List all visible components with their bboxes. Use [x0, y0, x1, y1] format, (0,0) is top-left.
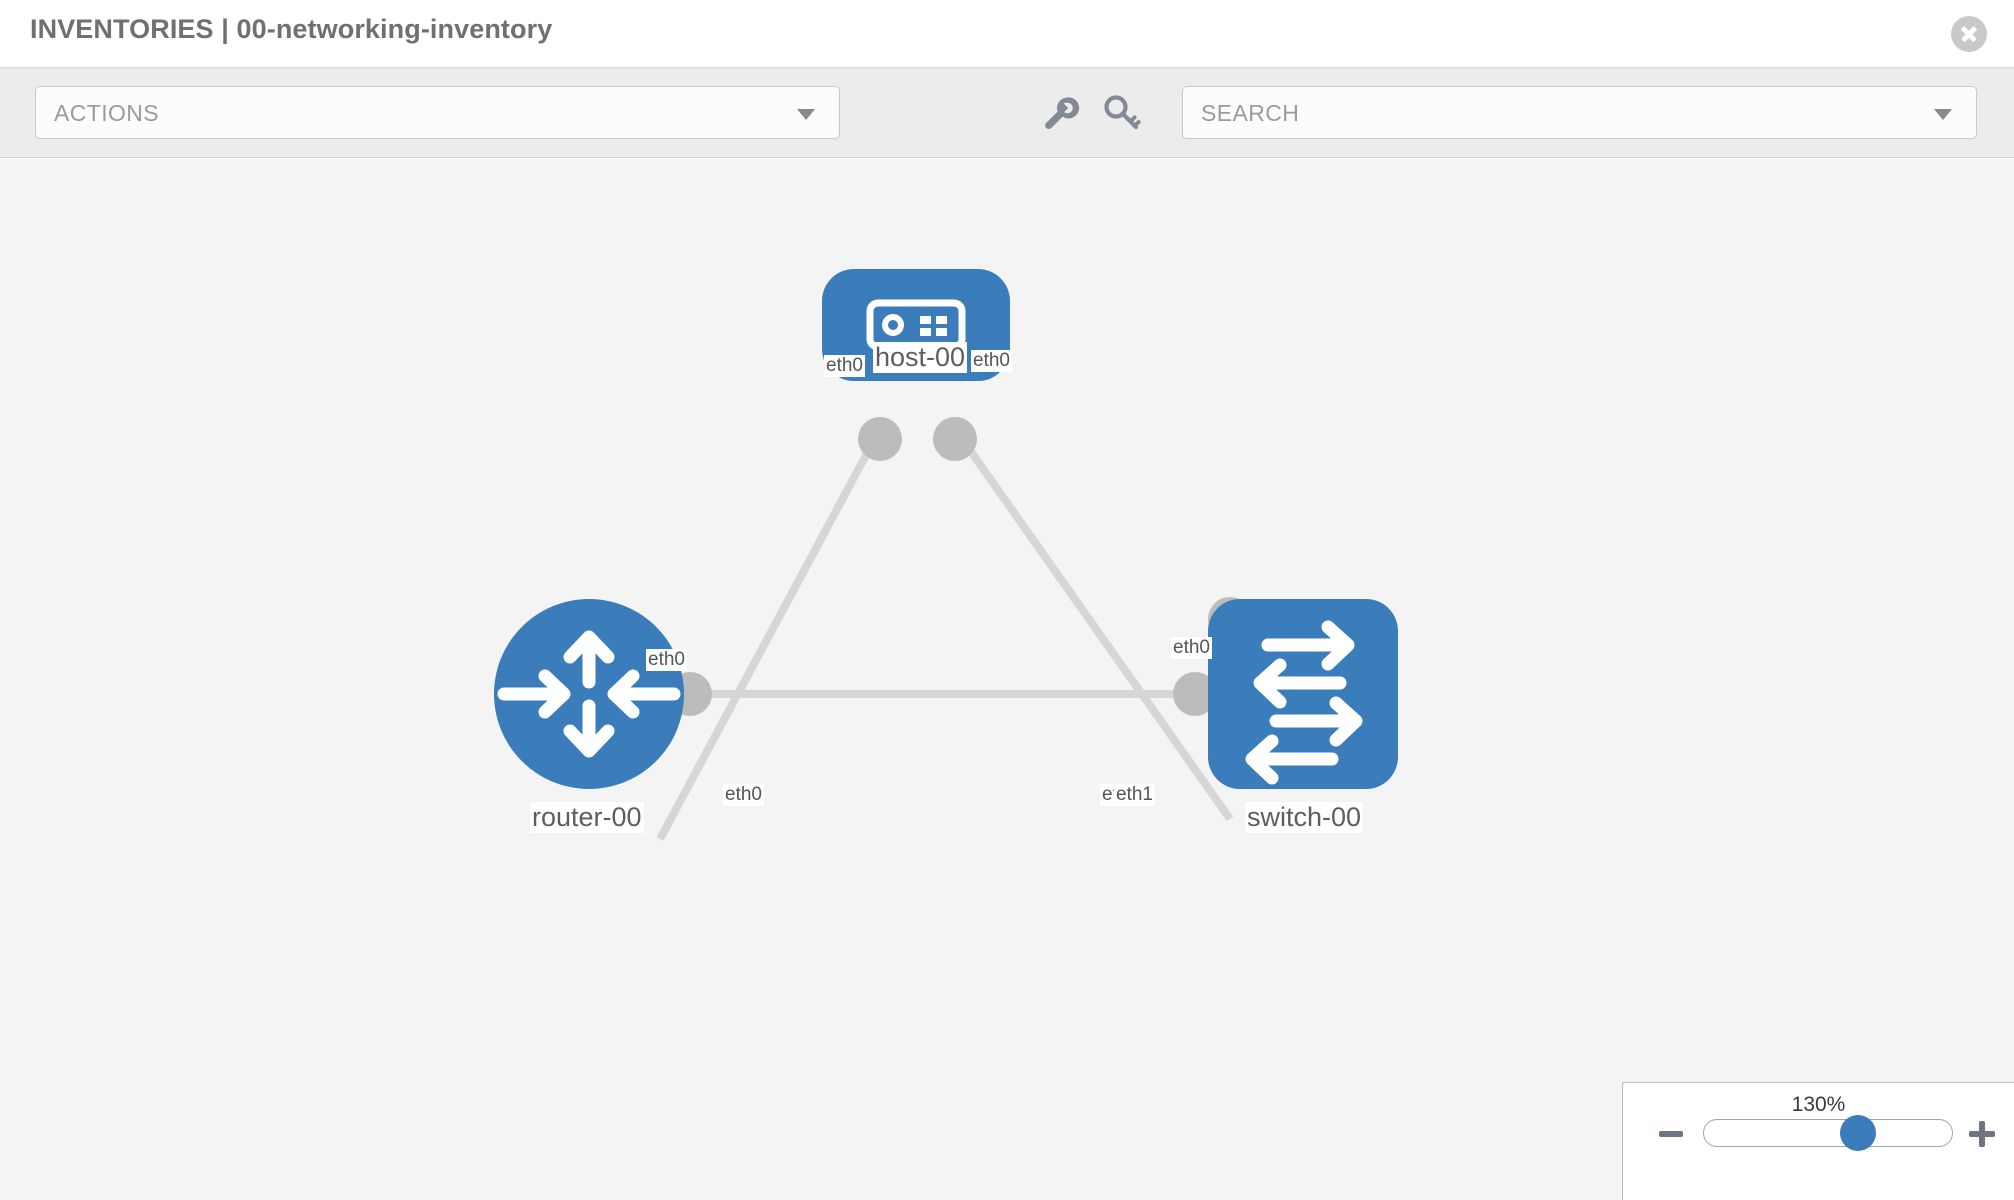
zoom-percent-label: 130%	[1791, 1093, 1846, 1116]
edge-label-host-eth0-right: eth0	[971, 350, 1012, 372]
edge-label-router-eth0-right: eth0	[723, 784, 764, 806]
connector-host-right	[933, 417, 977, 461]
edge-label-switch-eth0-up: eth0	[1171, 637, 1212, 659]
topology-graph	[494, 269, 1398, 841]
page-header: INVENTORIES | 00-networking-inventory	[0, 0, 2014, 68]
zoom-control-panel: 130%	[1622, 1082, 2014, 1200]
edge-label-host-eth0-left: eth0	[824, 355, 865, 377]
graph-links	[656, 426, 1234, 841]
node-label-host-00: host-00	[873, 342, 968, 374]
node-label-switch-00: switch-00	[1245, 802, 1364, 834]
zoom-in-button[interactable]	[1968, 1120, 1996, 1148]
wrench-icon[interactable]	[1035, 88, 1083, 136]
node-label-router-00: router-00	[530, 802, 644, 834]
node-router-00	[494, 599, 684, 789]
zoom-slider-handle[interactable]	[1839, 1115, 1876, 1151]
node-switch-00	[1208, 599, 1398, 789]
search-placeholder: SEARCH	[1201, 100, 1300, 126]
switch-arrows-icon	[1245, 620, 1363, 785]
toolbar: ACTIONS SEARCH	[0, 68, 2014, 158]
close-icon[interactable]	[1951, 16, 1987, 52]
key-icon[interactable]	[1097, 88, 1145, 136]
connector-switch-left	[1173, 672, 1217, 716]
zoom-slider[interactable]	[1703, 1115, 1953, 1151]
search-input[interactable]: SEARCH	[1182, 86, 1977, 139]
graph-connectors	[668, 417, 1252, 716]
link-host-router	[656, 427, 884, 841]
page-title: INVENTORIES | 00-networking-inventory	[30, 14, 553, 44]
edge-label-router-eth0-up: eth0	[646, 649, 687, 671]
zoom-out-button[interactable]	[1659, 1131, 1683, 1137]
actions-dropdown-label: ACTIONS	[54, 100, 160, 126]
chevron-down-icon	[797, 108, 815, 120]
topology-canvas[interactable]: host-00 router-00 switch-00 eth0 eth0 et…	[0, 159, 2014, 1200]
edge-label-switch-eth1-left: eth1	[1114, 784, 1155, 806]
router-arrows-icon	[497, 630, 681, 758]
link-host-switch	[951, 426, 1234, 822]
connector-host-left	[858, 417, 902, 461]
actions-dropdown[interactable]: ACTIONS	[35, 86, 840, 139]
chevron-down-icon[interactable]	[1934, 108, 1952, 120]
